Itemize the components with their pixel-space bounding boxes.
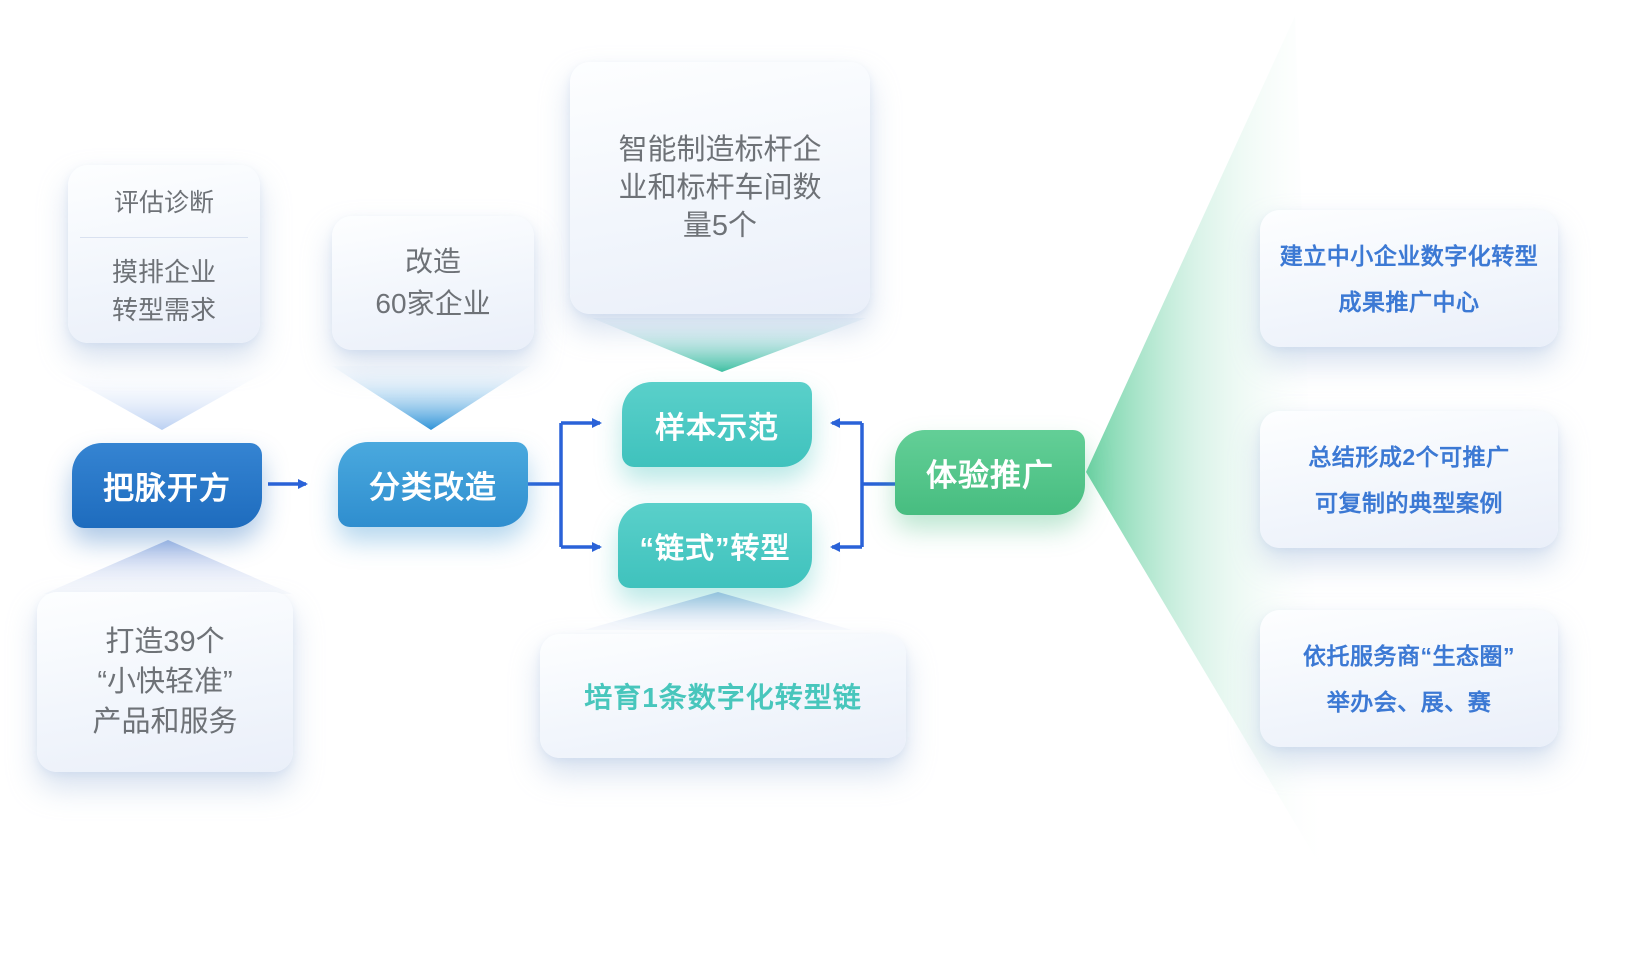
node-chain-transformation: “链式”转型: [618, 503, 812, 588]
flow2-label: 分类改造: [369, 470, 497, 505]
evaluation-title: 评估诊断: [113, 189, 214, 217]
evaluation-line: 转型需求: [111, 294, 216, 325]
products-line: 打造39个: [105, 626, 225, 658]
node-experience-promotion: 体验推广: [895, 430, 1085, 515]
right2-line: 可复制的典型案例: [1315, 489, 1503, 516]
flow3-label: 样本示范: [655, 411, 779, 445]
node-cultivate-transformation-chain: 培育1条数字化转型链: [540, 634, 906, 758]
right1-line: 建立中小企业数字化转型: [1279, 242, 1539, 269]
connector-flow5-split: [830, 418, 895, 552]
right2-line: 总结形成2个可推广: [1308, 443, 1510, 470]
evaluation-line: 摸排企业: [111, 256, 216, 287]
node-39-products-services: 打造39个 “小快轻准” 产品和服务: [37, 592, 293, 772]
gradient-triangle-up-products: [44, 540, 292, 594]
node-diagnose-prescribe: 把脉开方: [72, 443, 262, 528]
transform-line: 60家企业: [375, 288, 491, 319]
gradient-triangle-down-benchmark: [592, 318, 866, 372]
node-ecosystem-events: 依托服务商“生态圈” 举办会、展、赛: [1260, 610, 1558, 747]
node-sample-demonstration: 样本示范: [622, 382, 812, 467]
right1-line: 成果推广中心: [1338, 288, 1480, 315]
transform-line: 改造: [404, 246, 461, 277]
right3-line: 依托服务商“生态圈”: [1303, 642, 1515, 669]
evaluation-divider: [80, 237, 248, 238]
gradient-triangle-down-transform: [332, 366, 530, 430]
node-evaluation-diagnosis: 评估诊断 摸排企业 转型需求: [68, 165, 260, 343]
chain-label: 培育1条数字化转型链: [584, 682, 862, 713]
node-promotion-center: 建立中小企业数字化转型 成果推广中心: [1260, 210, 1558, 347]
right3-line: 举办会、展、赛: [1326, 688, 1492, 715]
node-benchmark-enterprises: 智能制造标杆企业和标杆车间数量5个: [570, 62, 870, 314]
node-transform-60-enterprises: 改造 60家企业: [332, 216, 534, 350]
products-line: 产品和服务: [92, 706, 238, 738]
flow5-label: 体验推广: [926, 458, 1054, 493]
benchmark-text: 智能制造标杆企业和标杆车间数量5个: [618, 134, 822, 242]
gradient-triangle-up-chain: [584, 592, 852, 630]
connector-flow2-split: [525, 418, 602, 552]
flow1-label: 把脉开方: [103, 471, 231, 506]
node-classified-transformation: 分类改造: [338, 442, 528, 527]
products-line: “小快轻准”: [97, 666, 233, 698]
gradient-triangle-down-eval: [48, 366, 276, 430]
node-typical-cases: 总结形成2个可推广 可复制的典型案例: [1260, 411, 1558, 548]
flow4-label: “链式”转型: [639, 532, 791, 565]
evaluation-body: 摸排企业 转型需求: [112, 238, 216, 343]
